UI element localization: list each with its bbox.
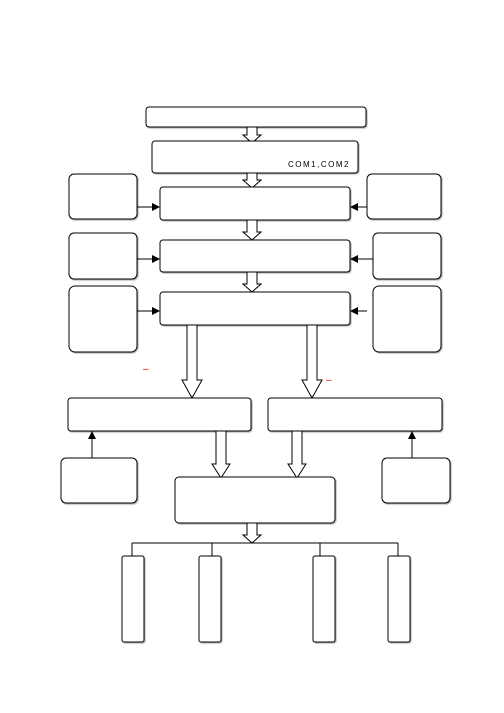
wide-box-left: [67, 397, 252, 432]
side-box-right-1: [366, 173, 442, 220]
red-mark-left: –: [143, 364, 149, 375]
wide-box-right: [267, 397, 443, 432]
hollow-arrow-2: [241, 172, 263, 189]
output-box-2: [198, 555, 222, 643]
side-box-left-1: [68, 173, 138, 220]
small-box-left: [60, 457, 138, 504]
output-box-4: [387, 555, 411, 643]
hollow-arrow-long-right: [301, 324, 323, 400]
com-label: COM1,COM2: [288, 160, 350, 169]
hollow-arrow-to-center-left: [211, 430, 231, 479]
output-box-3: [312, 555, 336, 643]
hollow-arrow-1: [241, 126, 263, 144]
hollow-arrow-4: [241, 271, 263, 293]
side-box-right-2: [372, 232, 442, 280]
top-box: [145, 106, 367, 128]
process-box-2: [159, 239, 351, 273]
red-mark-right: –: [326, 375, 332, 386]
process-box-1: [159, 186, 351, 221]
side-box-right-3: [372, 285, 442, 353]
side-box-left-3: [68, 285, 138, 353]
side-box-left-2: [68, 232, 138, 280]
hollow-arrow-5: [241, 522, 263, 544]
central-box: [174, 476, 336, 524]
process-box-3: [159, 291, 351, 326]
hollow-arrow-to-center-right: [287, 430, 307, 479]
hollow-arrow-long-left: [181, 324, 203, 400]
small-box-right: [381, 457, 451, 504]
hollow-arrow-3: [241, 219, 263, 241]
output-box-1: [121, 555, 145, 643]
